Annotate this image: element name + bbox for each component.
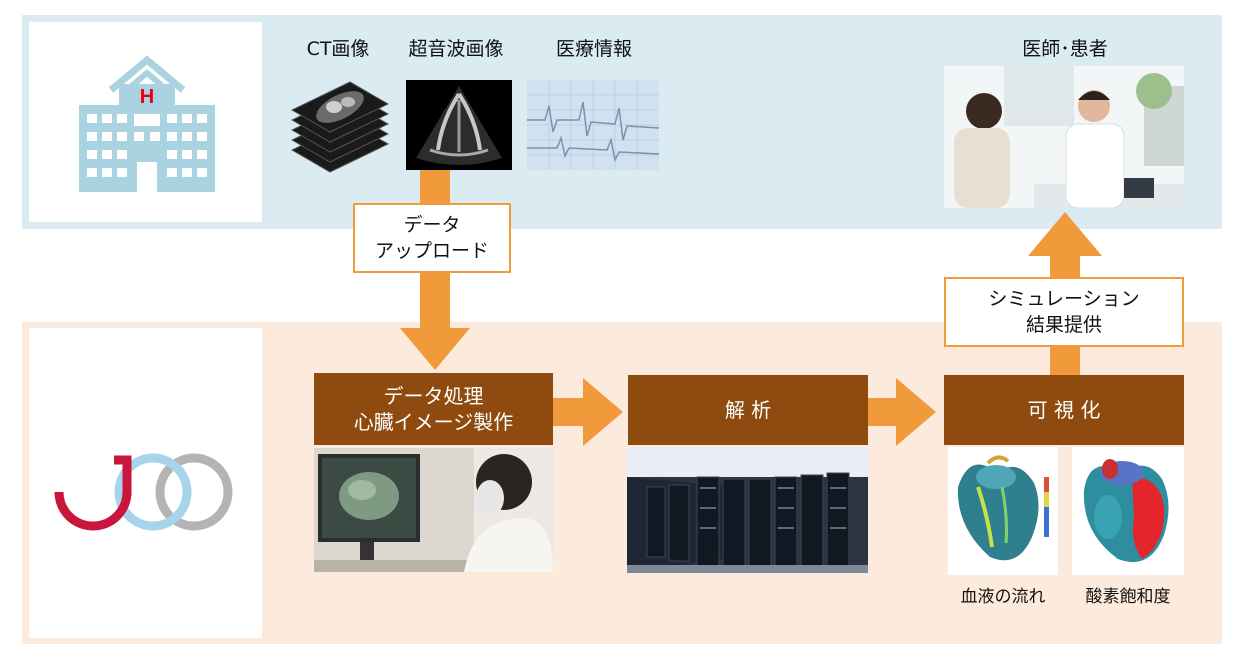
- ultrasound-image: [406, 80, 512, 170]
- blood-flow-caption: 血液の流れ: [960, 587, 1046, 607]
- stage-analysis: 解 析: [628, 375, 868, 445]
- medical-info-image: [527, 80, 659, 170]
- stage-visualization: 可 視 化: [944, 375, 1184, 445]
- jmd-logo-box: [29, 328, 262, 638]
- hospital-logo-box: H: [29, 22, 262, 222]
- server-room-photo: [627, 447, 868, 573]
- stage-data-processing-line1: データ処理: [383, 384, 484, 408]
- simulation-result-line2: 結果提供: [1025, 314, 1102, 336]
- stage-data-processing-line2: 心臓イメージ製作: [353, 410, 514, 434]
- hospital-icon: [79, 55, 215, 192]
- stage-visualization-label: 可 視 化: [1027, 398, 1101, 422]
- oxygen-saturation-heart-image: [1072, 447, 1184, 575]
- simulation-result-line1: シミュレーション: [988, 288, 1140, 310]
- simulation-result-callout: シミュレーション 結果提供: [944, 277, 1184, 347]
- arrow-analysis-to-visualization: [868, 378, 936, 446]
- hospital-sign: H: [139, 86, 155, 108]
- ct-image-label: CT画像: [306, 38, 370, 60]
- heart-modeling-photo: [314, 448, 553, 572]
- doctors-patients-label: 医師･患者: [1022, 38, 1108, 60]
- medical-info-label: 医療情報: [555, 38, 632, 60]
- oxygen-saturation-caption: 酸素飽和度: [1085, 587, 1171, 607]
- ct-image: [290, 80, 390, 190]
- jmd-logo: [54, 453, 233, 531]
- stage-analysis-label: 解 析: [724, 398, 772, 422]
- data-upload-callout: データ アップロード: [353, 203, 511, 273]
- ultrasound-image-label: 超音波画像: [408, 38, 504, 60]
- data-upload-line1: データ: [403, 214, 461, 236]
- blood-flow-heart-image: [948, 447, 1058, 575]
- arrow-processing-to-analysis: [553, 378, 623, 446]
- data-upload-line2: アップロード: [374, 240, 489, 262]
- doctor-patient-photo: [944, 66, 1184, 208]
- stage-data-processing: データ処理 心臓イメージ製作: [314, 373, 553, 445]
